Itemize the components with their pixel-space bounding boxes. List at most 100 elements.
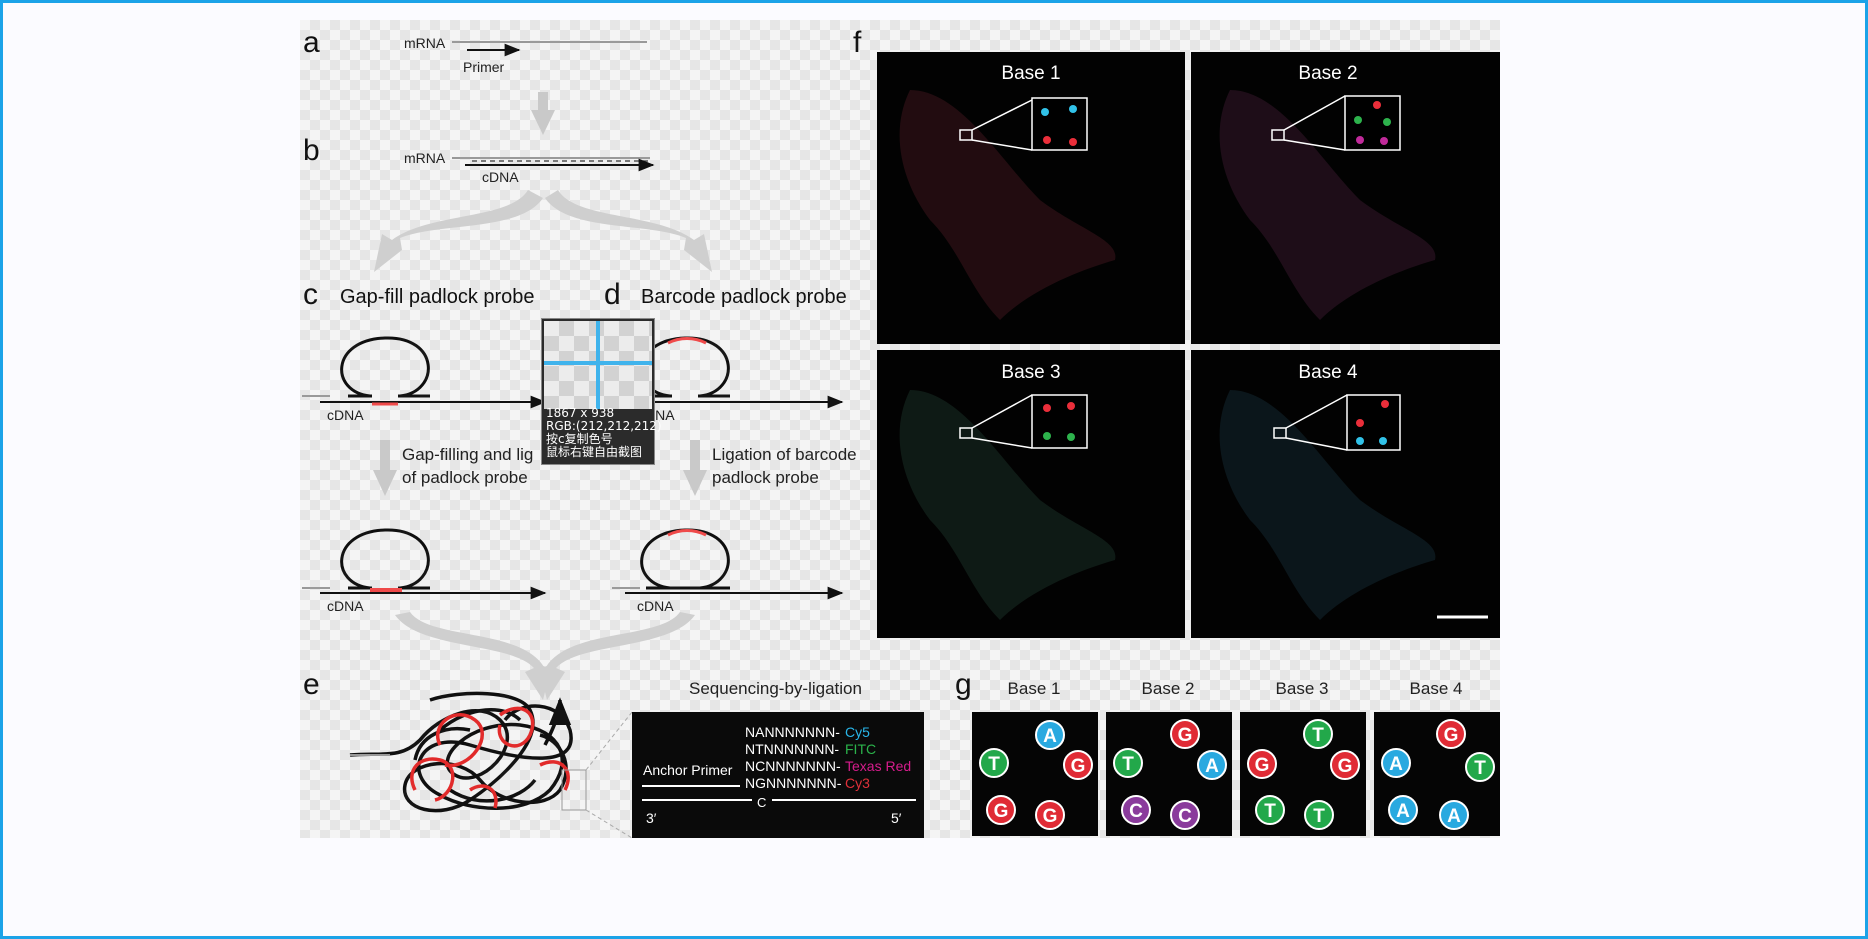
base-dot-a (1381, 748, 1411, 778)
primer-label: Primer (463, 59, 505, 75)
cell-signal-2 (1219, 90, 1436, 320)
base-dot-g (986, 795, 1016, 825)
barcode-segment-closed (667, 529, 707, 537)
inset-box-1 (1031, 97, 1088, 151)
cell-signal-4 (1219, 390, 1436, 620)
five-prime-label: 5′ (891, 810, 902, 826)
base-dot-g (1035, 800, 1065, 830)
crosshair-vertical (596, 321, 600, 409)
micrograph-title-1: Base 1 (1001, 63, 1060, 84)
micrograph-title-2: Base 2 (1298, 63, 1357, 84)
base-dot-letter: C (1178, 806, 1192, 827)
base-dot-letter: G (1338, 756, 1353, 777)
zoom-guide-top (585, 711, 633, 771)
inset-source-box-4 (1273, 427, 1287, 439)
micrograph-base-3: Base 3 (877, 350, 1185, 638)
mrna-label-a: mRNA (404, 35, 446, 51)
sbl-title: Sequencing-by-ligation (689, 679, 862, 698)
cdna-label-d-bottom: cDNA (637, 598, 674, 614)
base-dot-c (1121, 795, 1151, 825)
panel-label-c: c (303, 278, 318, 311)
down-arrow-d (683, 440, 707, 496)
base-dot-letter: T (988, 754, 1000, 775)
cdna-label-c-bottom: cDNA (327, 598, 364, 614)
base-dot-letter: A (1205, 756, 1219, 777)
ligation-step-line2: padlock probe (712, 468, 819, 487)
base-call-title-2: Base 2 (1142, 679, 1195, 698)
sbl-panel (632, 712, 924, 838)
base-dot-letter: G (994, 801, 1009, 822)
base-dot-letter: T (1313, 806, 1325, 827)
mrna-label-b: mRNA (404, 150, 446, 166)
probe-dye-3: Cy3 (845, 775, 870, 791)
tooltip-rgb: RGB:(212,212,212) (546, 419, 662, 433)
base-dot-g (1247, 749, 1277, 779)
probe-seq-2: NCNNNNNNN- (745, 758, 841, 774)
zoom-guide-bottom (585, 809, 633, 839)
inset-source-box-1 (959, 129, 973, 141)
panel-label-g: g (955, 668, 972, 701)
ligation-step-line1: Ligation of barcode (712, 445, 857, 464)
base-dot-t (1303, 719, 1333, 749)
micrograph-base-4: Base 4 (1191, 350, 1500, 638)
probe-dye-0: Cy5 (845, 724, 870, 740)
probe-dye-2: Texas Red (845, 758, 911, 774)
base-dot-letter: A (1389, 754, 1403, 775)
inset-source-box-3 (959, 427, 973, 439)
base-dot-g (1330, 750, 1360, 780)
micrograph-title-3: Base 3 (1001, 362, 1060, 383)
merge-arrow-left (395, 612, 552, 700)
base-dot-letter: C (1129, 801, 1143, 822)
barcode-probe-closed (640, 528, 730, 590)
base-dot-t (1304, 800, 1334, 830)
base-dot-g (1436, 719, 1466, 749)
color-picker-tooltip: 1867 x 938 RGB:(212,212,212) 按c复制色号 鼠标右键… (541, 318, 662, 465)
base-call-title-3: Base 3 (1276, 679, 1329, 698)
split-arrow-left (374, 190, 543, 272)
down-arrow-a-b (531, 92, 555, 135)
base-dot-letter: T (1474, 758, 1486, 779)
tooltip-copy-hint: 按c复制色号 (546, 432, 613, 446)
rolling-circle-product (349, 691, 573, 813)
base-dot-c (1170, 800, 1200, 830)
inset-box-4 (1346, 394, 1401, 451)
base-dot-letter: G (1043, 806, 1058, 827)
panel-label-f: f (853, 26, 862, 59)
merge-arrow-right (538, 612, 695, 700)
base-dot-a (1197, 750, 1227, 780)
base-dot-a (1035, 720, 1065, 750)
cell-signal-1 (899, 90, 1116, 320)
tooltip-size: 1867 x 938 (546, 406, 615, 420)
probe-seq-0: NANNNNNNN- (745, 724, 840, 740)
gapfill-step-line2: of padlock probe (402, 468, 528, 487)
down-arrow-c (373, 440, 397, 496)
micrograph-base-2: Base 2 (1191, 52, 1500, 344)
panel-label-e: e (303, 668, 320, 701)
base-dot-letter: G (1178, 725, 1193, 746)
panel-label-d: d (604, 278, 621, 311)
base-call-title-4: Base 4 (1410, 679, 1463, 698)
micrograph-title-4: Base 4 (1298, 362, 1358, 383)
base-dot-g (1063, 750, 1093, 780)
base-dot-g (1170, 719, 1200, 749)
base-dot-letter: A (1396, 801, 1410, 822)
base-dot-t (979, 748, 1009, 778)
base-dot-letter: T (1312, 725, 1324, 746)
base-dot-letter: A (1043, 726, 1057, 747)
panel-label-b: b (303, 134, 320, 167)
probe-dye-1: FITC (845, 741, 876, 757)
base-dot-letter: G (1444, 725, 1459, 746)
base-dot-a (1388, 795, 1418, 825)
cell-signal-3 (899, 390, 1116, 620)
inset-source-box-2 (1271, 129, 1285, 141)
cdna-label-c: cDNA (327, 407, 364, 423)
micrograph-base-1: Base 1 (877, 52, 1185, 344)
cdna-label-b: cDNA (482, 169, 519, 185)
magnifier-preview (544, 321, 652, 409)
zoom-region-e (561, 769, 587, 811)
panel-label-a: a (303, 26, 320, 59)
base-dot-t (1465, 752, 1495, 782)
base-call-title-1: Base 1 (1008, 679, 1061, 698)
